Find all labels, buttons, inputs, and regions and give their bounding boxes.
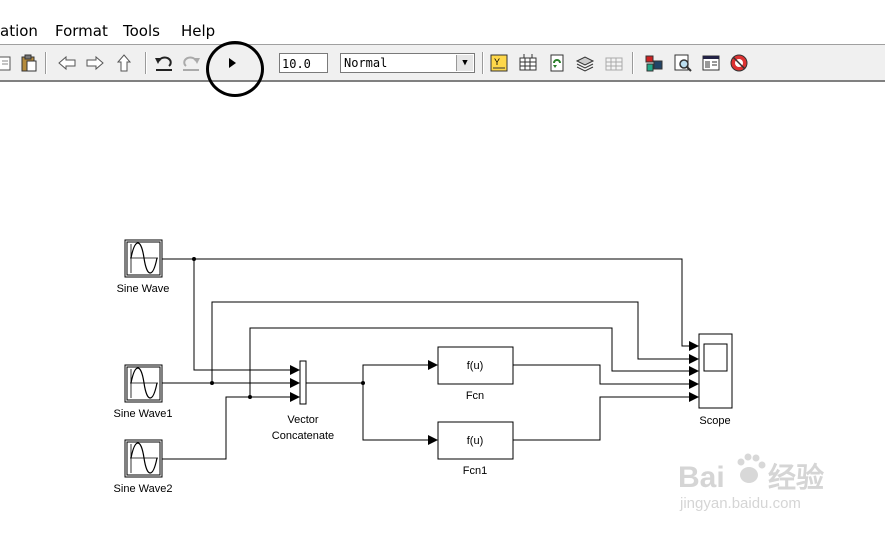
library-browser-icon [645, 55, 663, 72]
fcn1-block[interactable]: f(u) [437, 421, 514, 460]
signal-line[interactable] [513, 392, 699, 441]
magnifier-icon [674, 54, 692, 72]
window-icon [702, 55, 720, 71]
back-button[interactable] [56, 52, 78, 74]
menu-tools[interactable]: Tools [123, 22, 160, 40]
sine-wave-block[interactable] [124, 239, 163, 278]
paste-icon [21, 54, 37, 72]
branch-points [192, 257, 365, 399]
sine-wave1-label: Sine Wave1 [114, 408, 173, 420]
branch-point [248, 395, 252, 399]
signal-line[interactable] [306, 360, 438, 384]
sine-wave2-block[interactable] [124, 439, 163, 478]
sine-wave-label: Sine Wave [117, 283, 170, 295]
fcn1-label: Fcn1 [463, 465, 487, 477]
signal-line[interactable] [193, 259, 300, 375]
branch-point [210, 381, 214, 385]
build-button[interactable]: Y [488, 52, 510, 74]
update-diagram-button[interactable] [574, 52, 596, 74]
baidu-watermark: Bai 经验 jingyan.baidu.com [678, 453, 824, 512]
watermark-url: jingyan.baidu.com [679, 495, 801, 512]
chevron-down-icon[interactable]: ▼ [456, 55, 473, 71]
signal-line[interactable] [513, 364, 699, 389]
grid-build-icon [519, 54, 537, 71]
fcn-expression: f(u) [467, 360, 484, 372]
menu-simulation[interactable]: ation [0, 22, 38, 40]
redo-button[interactable] [180, 52, 202, 74]
forward-button[interactable] [84, 52, 106, 74]
toolbar: 10.0 Normal ▼ Y [0, 44, 885, 82]
fcn-block[interactable]: f(u) [437, 346, 514, 385]
watermark-brand2: 经验 [768, 461, 824, 493]
toolbar-separator [145, 52, 147, 74]
branch-point [192, 257, 196, 261]
branch-point [361, 381, 365, 385]
back-arrow-icon [58, 55, 76, 71]
fcn-label: Fcn [466, 390, 484, 402]
up-arrow-icon [116, 54, 132, 72]
svg-text:Y: Y [494, 57, 500, 67]
signal-line[interactable] [211, 301, 699, 383]
stack-icon [575, 56, 595, 72]
forward-arrow-icon [86, 55, 104, 71]
signal-line[interactable] [162, 258, 699, 351]
copy-icon [0, 56, 11, 71]
model-browser-button[interactable] [700, 52, 722, 74]
scope-label: Scope [699, 415, 730, 427]
toolbar-separator [482, 52, 484, 74]
toolbar-separator [45, 52, 47, 74]
data-display-button[interactable] [603, 52, 625, 74]
paw-icon [737, 453, 766, 483]
signal-lines [162, 258, 699, 460]
scope-block[interactable] [698, 333, 733, 409]
toolbar-separator [632, 52, 634, 74]
watermark-brand: Bai [678, 461, 725, 494]
debugger-button[interactable] [728, 52, 750, 74]
disabled-grid-icon [605, 57, 623, 71]
sine-wave1-block[interactable] [124, 364, 163, 403]
build-icon: Y [490, 54, 508, 72]
vector-concatenate-label-line2: Concatenate [272, 430, 334, 442]
fcn1-expression: f(u) [467, 435, 484, 447]
menu-help[interactable]: Help [181, 22, 216, 40]
simulation-mode-select[interactable]: Normal ▼ [340, 53, 475, 73]
refresh-button[interactable] [546, 52, 568, 74]
vector-concatenate-block[interactable] [299, 360, 307, 405]
paste-button[interactable] [18, 52, 40, 74]
vector-concatenate-label-line1: Vector [287, 414, 319, 426]
refresh-icon [550, 54, 564, 72]
stop-time-field[interactable]: 10.0 [279, 53, 328, 73]
library-browser-button[interactable] [643, 52, 665, 74]
incremental-build-button[interactable] [517, 52, 539, 74]
menu-bar: ation Format Tools Help [0, 18, 885, 42]
up-button[interactable] [113, 52, 135, 74]
redo-icon [183, 56, 200, 71]
signal-line[interactable] [162, 392, 300, 460]
simulation-mode-value: Normal [344, 56, 388, 70]
undo-icon [155, 56, 172, 71]
undo-button[interactable] [153, 52, 175, 74]
signal-line[interactable] [362, 383, 438, 445]
menu-format[interactable]: Format [55, 22, 108, 40]
sine-wave2-label: Sine Wave2 [114, 483, 173, 495]
model-explorer-button[interactable] [672, 52, 694, 74]
signal-line[interactable] [249, 327, 699, 397]
annotation-circle [206, 41, 264, 97]
debugger-icon [730, 54, 748, 72]
copy-button[interactable] [0, 52, 16, 74]
